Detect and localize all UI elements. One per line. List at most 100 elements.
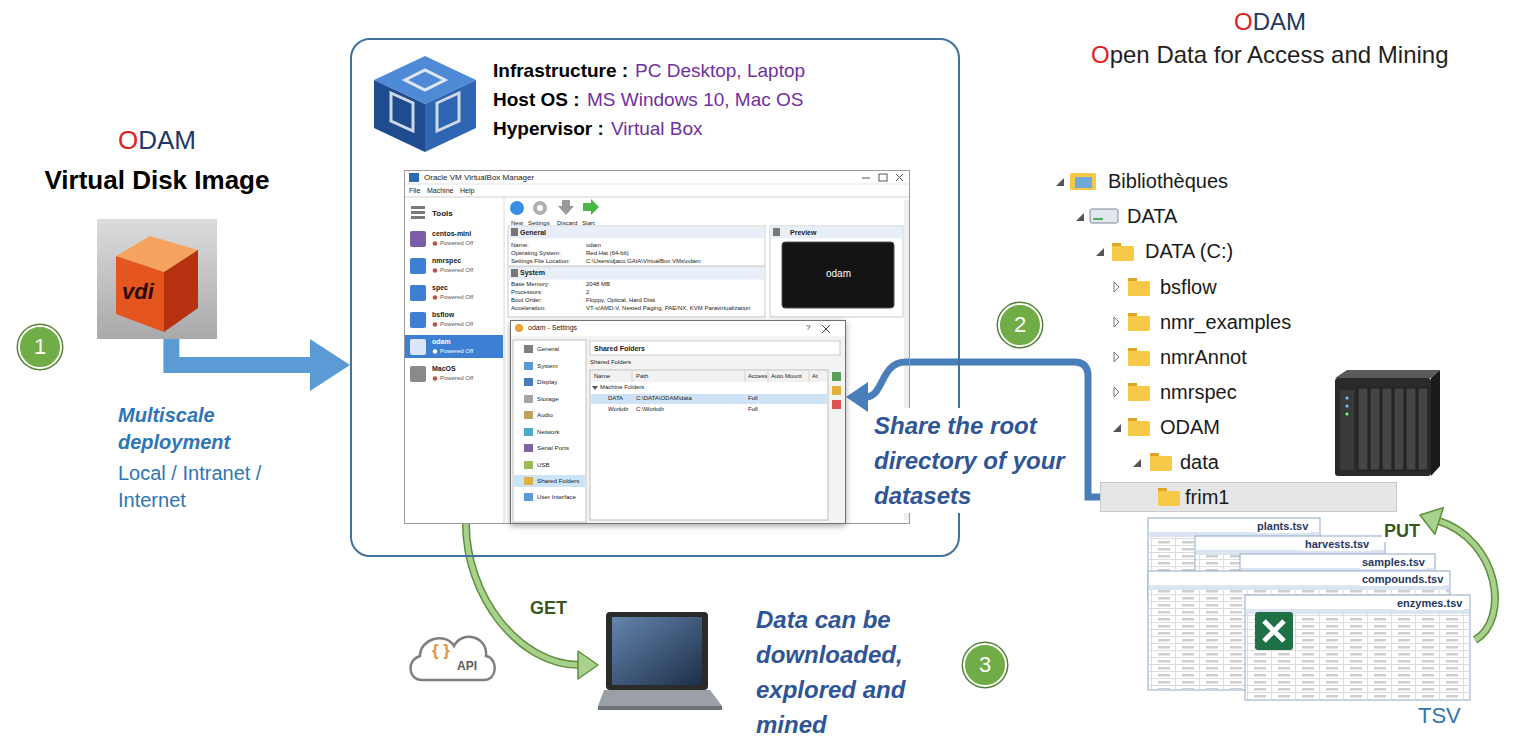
- screenshot-text: Floppy, Optical, Hard Disk: [586, 297, 655, 304]
- folder-tree-icons: [1090, 209, 1118, 223]
- text-slot: Floppy, Optical, Hard Disk: [586, 297, 655, 304]
- settings-dialog-chrome: [524, 444, 533, 452]
- screenshot-text: File: [409, 187, 420, 195]
- screenshot-text: General: [520, 229, 546, 237]
- text-slot: DATA: [1127, 205, 1177, 228]
- vbox-window-chrome: [533, 201, 547, 215]
- vbox-window-chrome: [773, 228, 780, 236]
- screenshot-text: Acceleration:: [511, 305, 546, 312]
- callout-circle: 1: [18, 325, 62, 369]
- settings-dialog-chrome: [524, 493, 533, 501]
- vbox-window-chrome: [411, 211, 425, 214]
- arrow-head: [310, 339, 350, 391]
- nas-device: [1370, 388, 1380, 470]
- deployment-note: Multiscale deployment: [118, 402, 253, 456]
- text-slot: PC Desktop, Laptop: [635, 60, 805, 82]
- spreadsheet-stack: [1245, 595, 1470, 700]
- folder-name: nmrAnnot: [1160, 346, 1247, 369]
- api-symbol: { }: [432, 641, 450, 661]
- folder-name: bsflow: [1160, 276, 1217, 299]
- callout-circle: 2: [998, 303, 1042, 347]
- nas-device: [1418, 388, 1428, 470]
- folder-tree-icons: [1113, 424, 1121, 432]
- edge-label: PUT: [1382, 521, 1422, 542]
- vbox-window-chrome: [405, 335, 503, 358]
- virtualbox-window: Oracle VM VirtualBox ManagerFileMachineH…: [404, 170, 910, 524]
- vbox-window-chrome: [433, 322, 438, 327]
- text-slot: GET: [528, 598, 569, 619]
- text-slot: centos-mini: [432, 230, 471, 238]
- dialog-text: Access: [748, 373, 767, 380]
- spec-text: MS Windows 10, Mac OS: [587, 89, 803, 111]
- dialog-text: Network: [537, 428, 560, 435]
- folder-tree-icons: [1070, 173, 1096, 190]
- text-slot: enzymes.tsv: [1395, 597, 1464, 610]
- vbox-window-chrome: [404, 197, 910, 198]
- settings-dialog-chrome: [514, 475, 585, 487]
- folder-tree-icons: [1114, 317, 1119, 327]
- vbox-window-chrome: [410, 339, 426, 355]
- text-slot: Machine: [427, 187, 453, 195]
- vbox-window-chrome: [770, 226, 903, 317]
- vbox-window-chrome: [879, 174, 887, 181]
- spreadsheet-stack: [1255, 612, 1293, 650]
- vdi-cube: [97, 219, 217, 339]
- dialog-text: Machine Folders: [600, 384, 644, 391]
- screenshot-text: 2: [586, 289, 589, 296]
- vdi-cube: [164, 250, 198, 332]
- spreadsheet-stack: [1264, 621, 1284, 641]
- text-slot: Powered Off: [440, 240, 473, 247]
- screenshot-text: Processors:: [511, 289, 543, 296]
- vbox-window-chrome: [508, 267, 765, 317]
- screenshot-text: Name:: [511, 242, 529, 249]
- text-slot: Help: [460, 187, 474, 195]
- text-slot: Bibliothèques: [1108, 170, 1228, 193]
- text-slot: Shared Folders: [537, 477, 579, 484]
- nas-device: [1431, 370, 1440, 476]
- screenshot-text: Powered Off: [440, 294, 473, 301]
- text-slot: General: [537, 345, 559, 352]
- text-slot: Base Memory:: [511, 281, 550, 288]
- settings-dialog-chrome: [632, 371, 809, 382]
- text-slot: Settings: [528, 220, 550, 227]
- vbox-window-chrome: [509, 227, 765, 239]
- text-slot: spec: [432, 284, 448, 292]
- api-symbol: API: [457, 660, 477, 674]
- dialog-text: At: [812, 373, 818, 380]
- vbox-window-chrome: [433, 376, 438, 381]
- vdi-icon: vdi: [97, 219, 217, 339]
- file-name: enzymes.tsv: [1395, 597, 1464, 610]
- nas-device: [1345, 412, 1348, 415]
- text-slot: data: [1180, 451, 1219, 474]
- heading: Virtual Disk Image: [45, 166, 270, 196]
- settings-dialog-chrome: [513, 340, 586, 522]
- nas-device: [1382, 388, 1392, 470]
- screenshot-text: Powered Off: [440, 321, 473, 328]
- folder-tree-icons: [1128, 386, 1150, 401]
- text-slot: Hypervisor :: [493, 118, 604, 140]
- text-slot: Powered Off: [440, 294, 473, 301]
- text-slot: Storage: [537, 395, 559, 402]
- dialog-text: User Interface: [537, 493, 576, 500]
- nas-device: [1335, 378, 1431, 476]
- screenshot-text: Base Memory:: [511, 281, 550, 288]
- vbox-window-chrome: [409, 173, 419, 182]
- folder-name: ODAM: [1160, 416, 1220, 439]
- dialog-text: odam - Settings: [528, 324, 577, 332]
- settings-dialog-chrome: [592, 386, 598, 390]
- vdi-cube: [116, 256, 164, 332]
- text-slot: nmrspec: [432, 257, 461, 265]
- settings-dialog-chrome: [832, 372, 841, 381]
- text-slot: Share the root directory of your dataset…: [872, 408, 1081, 513]
- text-slot: Network: [537, 428, 560, 435]
- screenshot-text: Powered Off: [440, 267, 473, 274]
- nas-device: [1394, 388, 1404, 470]
- text-slot: Powered Off: [440, 267, 473, 274]
- connector-line: [1437, 520, 1495, 640]
- text-slot: Processors:: [511, 289, 543, 296]
- dialog-text: Storage: [537, 395, 559, 402]
- spreadsheet-stack: [1246, 609, 1469, 699]
- spec-text: Host OS :: [493, 89, 580, 111]
- text-slot: USB: [537, 461, 550, 468]
- vbox-window-chrome: [410, 366, 426, 382]
